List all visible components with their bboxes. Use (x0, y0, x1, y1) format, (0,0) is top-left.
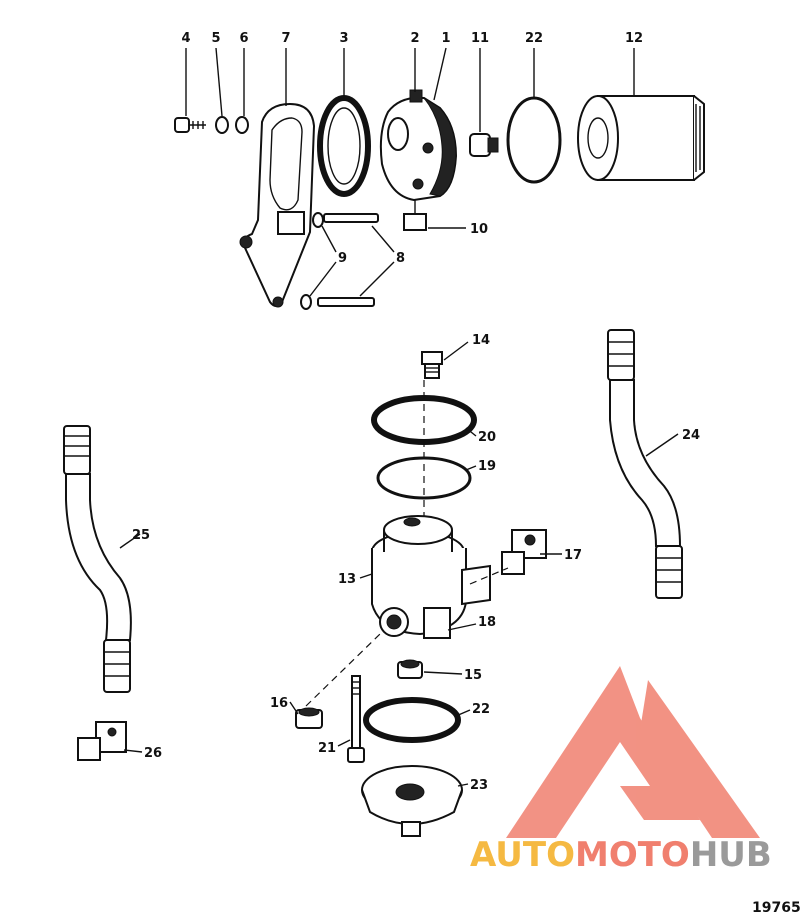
label-21: 21 (318, 741, 336, 756)
label-15: 15 (464, 668, 482, 683)
part-24-hose-right (607, 329, 683, 599)
center-leader-lines (119, 341, 679, 787)
diagram-reference-number: 19765 (752, 900, 800, 916)
part-11-nipple (469, 133, 499, 157)
part-22-gasket-top (506, 96, 562, 184)
label-2: 2 (410, 31, 419, 46)
part-9-washer-upper (312, 212, 324, 228)
part-22-gasket-lower (363, 697, 461, 743)
part-13-housing (371, 515, 491, 639)
label-9: 9 (338, 251, 347, 266)
part-26-elbow (77, 721, 127, 761)
part-14-plug (421, 351, 443, 379)
part-7-bracket (239, 102, 316, 308)
label-20: 20 (478, 430, 496, 445)
label-17: 17 (564, 548, 582, 563)
label-26: 26 (144, 746, 162, 761)
top-leader-lines (185, 47, 635, 297)
part-17-elbow (501, 529, 547, 575)
watermark-triangle-right-icon (640, 680, 760, 838)
label-6: 6 (239, 31, 248, 46)
part-1-filter-adapter (379, 96, 458, 202)
part-21-bolt (347, 675, 365, 763)
label-10: 10 (470, 222, 488, 237)
label-8: 8 (396, 251, 405, 266)
callout-labels: 4 5 6 7 3 2 1 11 22 12 10 9 8 14 20 19 1… (132, 31, 700, 793)
label-24: 24 (682, 428, 700, 443)
label-22-top: 22 (525, 31, 543, 46)
plug-axis-line (305, 633, 381, 707)
part-10-fitting (403, 200, 427, 231)
part-4-bolt (174, 117, 206, 133)
label-12: 12 (625, 31, 643, 46)
label-16: 16 (270, 696, 288, 711)
label-11: 11 (471, 31, 489, 46)
label-19: 19 (478, 459, 496, 474)
watermark-text: AUTOMOTOHUB (470, 835, 772, 875)
label-18: 18 (478, 615, 496, 630)
part-16-plug (295, 707, 323, 729)
label-4: 4 (181, 31, 190, 46)
label-14: 14 (472, 333, 490, 348)
part-25-hose-left (63, 425, 132, 693)
part-6-washer (235, 116, 249, 134)
part-12-oil-filter (577, 95, 705, 181)
part-8-studs (317, 213, 379, 307)
watermark-logo (506, 666, 760, 838)
label-25: 25 (132, 528, 150, 543)
part-15-plug (397, 659, 423, 679)
part-9-washer-lower (300, 294, 312, 310)
label-7: 7 (281, 31, 290, 46)
watermark-triangle-icon (506, 666, 700, 838)
part-3-gasket (317, 95, 371, 197)
label-13: 13 (338, 572, 356, 587)
label-22-lower: 22 (472, 702, 490, 717)
part-23-base (361, 765, 463, 837)
label-3: 3 (339, 31, 348, 46)
label-1: 1 (441, 31, 450, 46)
part-5-lock-washer (215, 116, 229, 134)
label-23: 23 (470, 778, 488, 793)
fitting-axis-line (469, 567, 509, 585)
label-5: 5 (211, 31, 220, 46)
part-2-plug (409, 89, 423, 103)
